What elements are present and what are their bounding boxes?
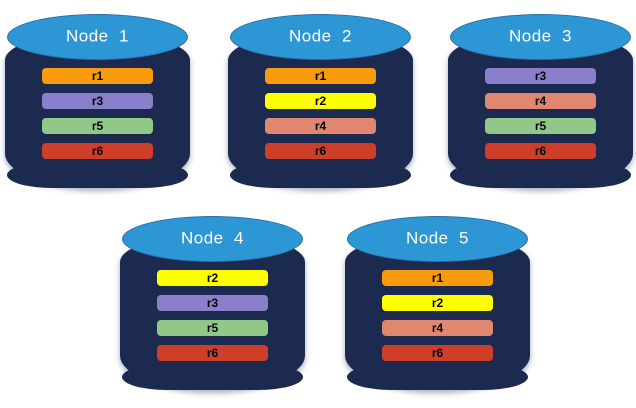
replica-bar[interactable]: r6	[265, 143, 376, 159]
replica-label: r6	[91, 144, 104, 158]
replica-label: r6	[431, 346, 444, 360]
replica-label: r4	[314, 119, 327, 133]
cylinder-top-ellipse: Node 3	[450, 14, 631, 60]
replica-bar[interactable]: r4	[265, 118, 376, 134]
database-node[interactable]: Node 4 r2 r3 r5 r6	[120, 210, 305, 390]
replica-bar[interactable]: r4	[382, 320, 493, 336]
replica-list: r1 r2 r4 r6	[382, 270, 493, 370]
replica-bar[interactable]: r1	[42, 68, 153, 84]
replica-bar[interactable]: r3	[42, 93, 153, 109]
cylinder-top-ellipse: Node 2	[230, 14, 411, 60]
replica-bar[interactable]: r6	[382, 345, 493, 361]
database-node[interactable]: Node 5 r1 r2 r4 r6	[345, 210, 530, 390]
replica-bar[interactable]: r5	[485, 118, 596, 134]
replica-bar[interactable]: r1	[265, 68, 376, 84]
node-title: Node 5	[405, 228, 470, 248]
replica-bar[interactable]: r6	[485, 143, 596, 159]
cylinder-top-ellipse: Node 4	[122, 216, 303, 262]
replica-label: r3	[91, 94, 104, 108]
node-title: Node 4	[180, 228, 245, 248]
replica-label: r5	[91, 119, 104, 133]
database-node[interactable]: Node 3 r3 r4 r5 r6	[448, 8, 633, 188]
replica-bar[interactable]: r1	[382, 270, 493, 286]
replica-label: r3	[206, 296, 219, 310]
replica-bar[interactable]: r6	[42, 143, 153, 159]
replica-label: r1	[91, 69, 104, 83]
replica-bar[interactable]: r5	[42, 118, 153, 134]
replica-bar[interactable]: r3	[485, 68, 596, 84]
cylinder-top-ellipse: Node 5	[347, 216, 528, 262]
replica-label: r2	[431, 296, 444, 310]
replica-label: r1	[431, 271, 444, 285]
replica-list: r1 r3 r5 r6	[42, 68, 153, 168]
replica-list: r2 r3 r5 r6	[157, 270, 268, 370]
node-title: Node 2	[288, 26, 353, 46]
replica-label: r6	[206, 346, 219, 360]
replica-bar[interactable]: r2	[157, 270, 268, 286]
replica-bar[interactable]: r5	[157, 320, 268, 336]
replica-bar[interactable]: r6	[157, 345, 268, 361]
cylinder-top-ellipse: Node 1	[7, 14, 188, 60]
node-title: Node 1	[65, 26, 130, 46]
replica-label: r4	[431, 321, 444, 335]
replica-bar[interactable]: r2	[265, 93, 376, 109]
database-node[interactable]: Node 2 r1 r2 r4 r6	[228, 8, 413, 188]
node-title: Node 3	[508, 26, 573, 46]
replica-label: r6	[314, 144, 327, 158]
replica-bar[interactable]: r4	[485, 93, 596, 109]
cylinder-body	[120, 234, 305, 390]
replica-label: r2	[206, 271, 219, 285]
replica-label: r6	[534, 144, 547, 158]
replica-label: r3	[534, 69, 547, 83]
replica-label: r5	[206, 321, 219, 335]
cylinder-body	[228, 32, 413, 188]
database-node[interactable]: Node 1 r1 r3 r5 r6	[5, 8, 190, 188]
replica-list: r3 r4 r5 r6	[485, 68, 596, 168]
replica-bar[interactable]: r2	[382, 295, 493, 311]
replica-label: r2	[314, 94, 327, 108]
replica-list: r1 r2 r4 r6	[265, 68, 376, 168]
replica-label: r1	[314, 69, 327, 83]
replica-bar[interactable]: r3	[157, 295, 268, 311]
replica-label: r4	[534, 94, 547, 108]
replica-label: r5	[534, 119, 547, 133]
